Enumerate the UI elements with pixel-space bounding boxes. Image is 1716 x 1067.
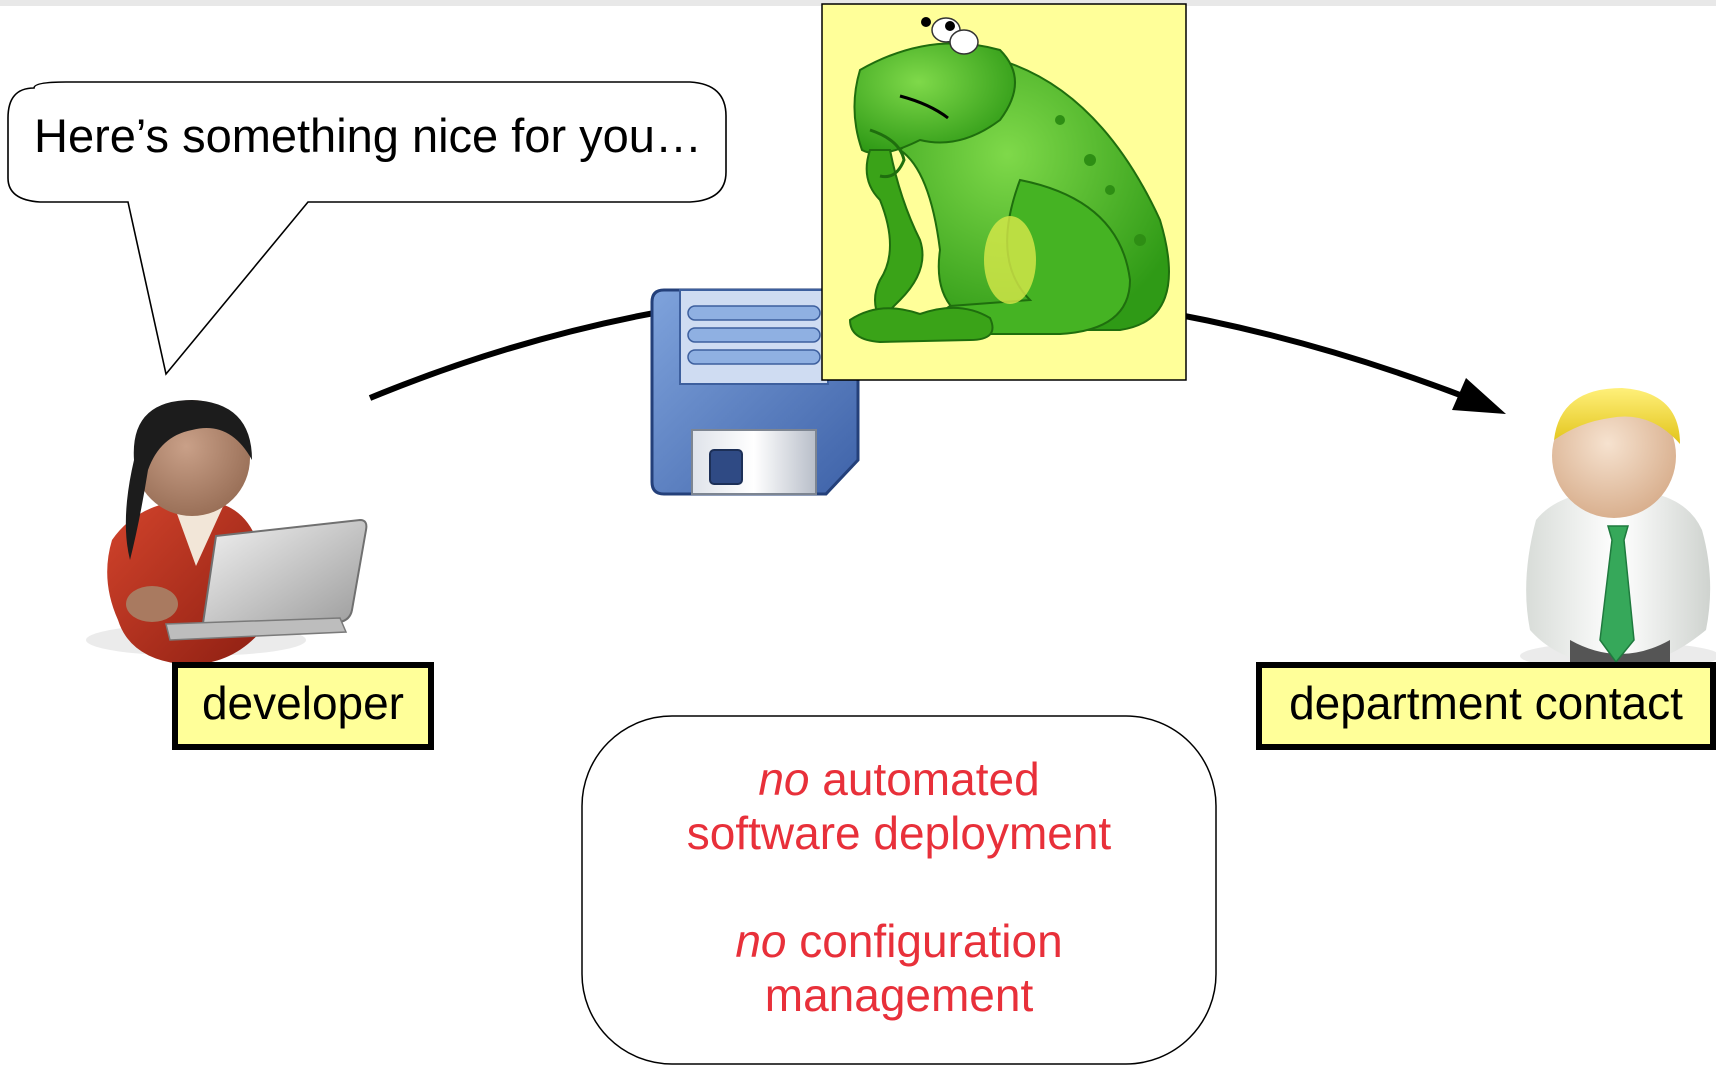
- top-border-strip: [0, 0, 1716, 6]
- speech-bubble-text: Here’s something nice for you…: [34, 109, 702, 162]
- speech-bubble: [7, 81, 727, 376]
- contact-avatar-icon: [1520, 388, 1716, 670]
- note-line2: management: [764, 969, 1034, 1021]
- department-contact-label: department contact: [1256, 662, 1716, 750]
- developer-avatar-icon: [86, 400, 368, 665]
- floppy-disk-icon: [650, 288, 860, 496]
- arrow-head-icon: [1452, 378, 1506, 414]
- note-configuration-management: no configuration management: [582, 914, 1216, 1022]
- thinking-frog-icon: [821, 3, 1187, 381]
- note-rest: configuration: [786, 915, 1063, 967]
- note-emphasis: no: [758, 753, 810, 805]
- notes-box: [581, 715, 1217, 1065]
- note-automated-deployment: no automated software deployment: [582, 752, 1216, 860]
- developer-label: developer: [172, 662, 434, 750]
- notes-text: no automated software deployment no conf…: [582, 752, 1216, 1022]
- note-emphasis: no: [735, 915, 787, 967]
- note-line2: software deployment: [686, 807, 1112, 859]
- note-rest: automated: [809, 753, 1040, 805]
